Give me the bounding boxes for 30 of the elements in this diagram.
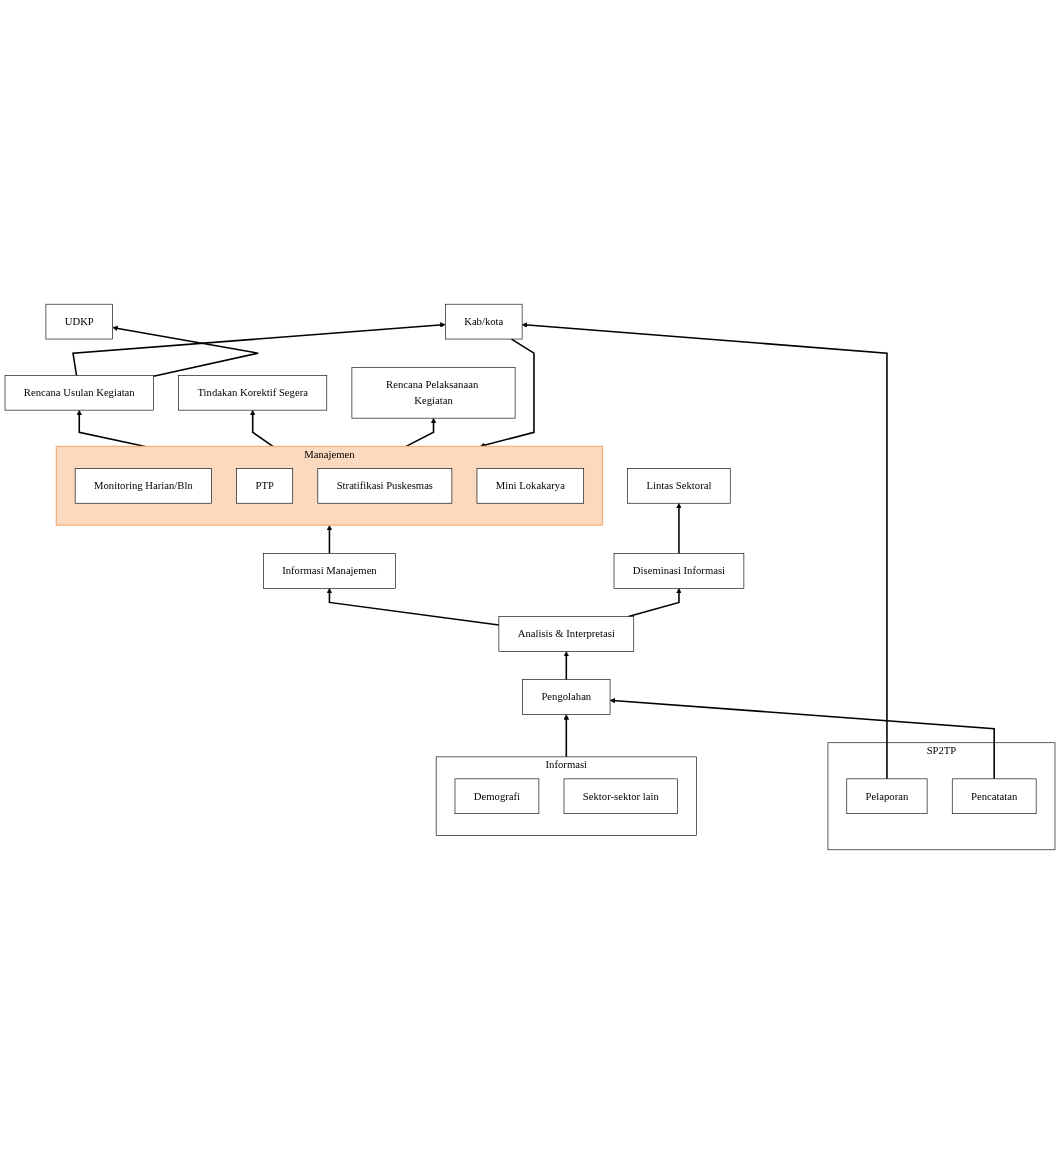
node-box: Demografi bbox=[454, 778, 540, 814]
node-box: PTP bbox=[236, 468, 294, 504]
arrow bbox=[72, 322, 446, 377]
arrow bbox=[563, 714, 570, 758]
node-box: Pencatatan bbox=[951, 778, 1037, 814]
node-box: Kab/kota bbox=[445, 303, 523, 340]
node-box: Pengolahan bbox=[522, 679, 611, 715]
node-box: Analisis & Interpretasi bbox=[498, 616, 635, 652]
arrow bbox=[563, 651, 570, 681]
arrow bbox=[249, 409, 274, 448]
node-box: Pelaporan bbox=[846, 778, 928, 814]
node-box: Lintas Sektoral bbox=[627, 468, 731, 504]
arrow bbox=[676, 503, 682, 555]
arrow bbox=[609, 697, 995, 780]
node-box: Informasi Manajemen bbox=[263, 553, 396, 589]
node-box: Tindakan Korektif Segera bbox=[178, 375, 328, 411]
arrow bbox=[405, 417, 437, 448]
node-box: Diseminasi Informasi bbox=[613, 553, 745, 589]
node-box: Rencana Pelaksanaan Kegiatan bbox=[351, 367, 516, 419]
arrow bbox=[112, 325, 259, 378]
arrow bbox=[521, 322, 888, 780]
node-box: Monitoring Harian/Bln bbox=[74, 468, 212, 504]
arrow bbox=[479, 338, 535, 448]
arrow bbox=[326, 524, 333, 555]
node-box: Stratifikasi Puskesmas bbox=[317, 468, 453, 504]
node-box: UDKP bbox=[45, 303, 113, 340]
node-box: Sektor-sektor lain bbox=[563, 778, 678, 814]
node-box: Mini Lokakarya bbox=[476, 468, 584, 504]
arrow bbox=[326, 588, 500, 626]
node-box: Rencana Usulan Kegiatan bbox=[4, 375, 154, 411]
